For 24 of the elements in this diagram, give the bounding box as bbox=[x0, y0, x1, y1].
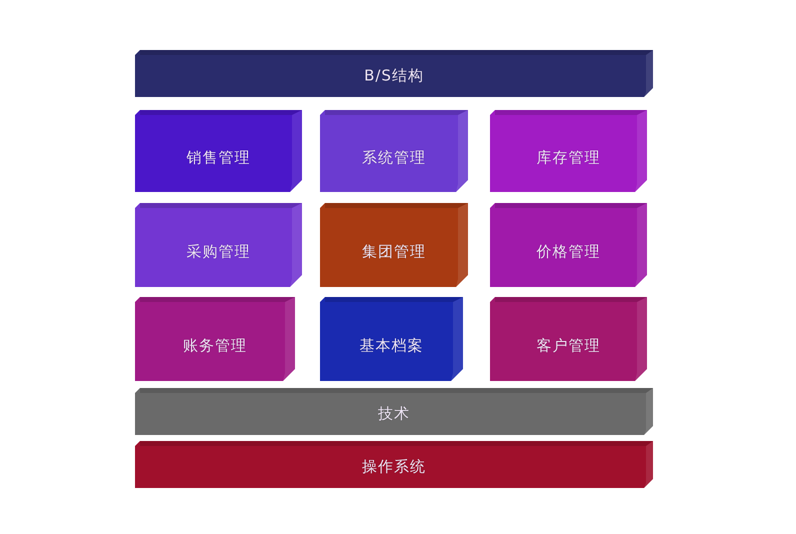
layer-bar bbox=[135, 50, 653, 97]
module-block bbox=[135, 297, 295, 381]
module-label: 采购管理 bbox=[186, 242, 250, 261]
module-block bbox=[135, 110, 302, 192]
module-label: 价格管理 bbox=[536, 242, 600, 261]
module-block bbox=[490, 297, 647, 381]
module-label: 客户管理 bbox=[536, 336, 600, 355]
module-label: 系统管理 bbox=[362, 148, 426, 167]
module-block bbox=[320, 110, 468, 192]
module-label: 账务管理 bbox=[183, 336, 247, 355]
layer-label: B/S结构 bbox=[364, 66, 424, 86]
module-label: 基本档案 bbox=[360, 336, 424, 355]
module-block bbox=[490, 203, 647, 287]
layer-bar bbox=[135, 388, 653, 435]
module-label: 销售管理 bbox=[186, 148, 250, 167]
module-block bbox=[320, 297, 463, 381]
module-label: 库存管理 bbox=[536, 148, 600, 167]
layer-label: 技术 bbox=[378, 404, 410, 424]
module-block bbox=[490, 110, 647, 192]
module-label: 集团管理 bbox=[362, 242, 426, 261]
layer-label: 操作系统 bbox=[362, 458, 426, 476]
module-block bbox=[135, 203, 302, 287]
module-block bbox=[320, 203, 468, 287]
layer-bar bbox=[135, 441, 653, 488]
